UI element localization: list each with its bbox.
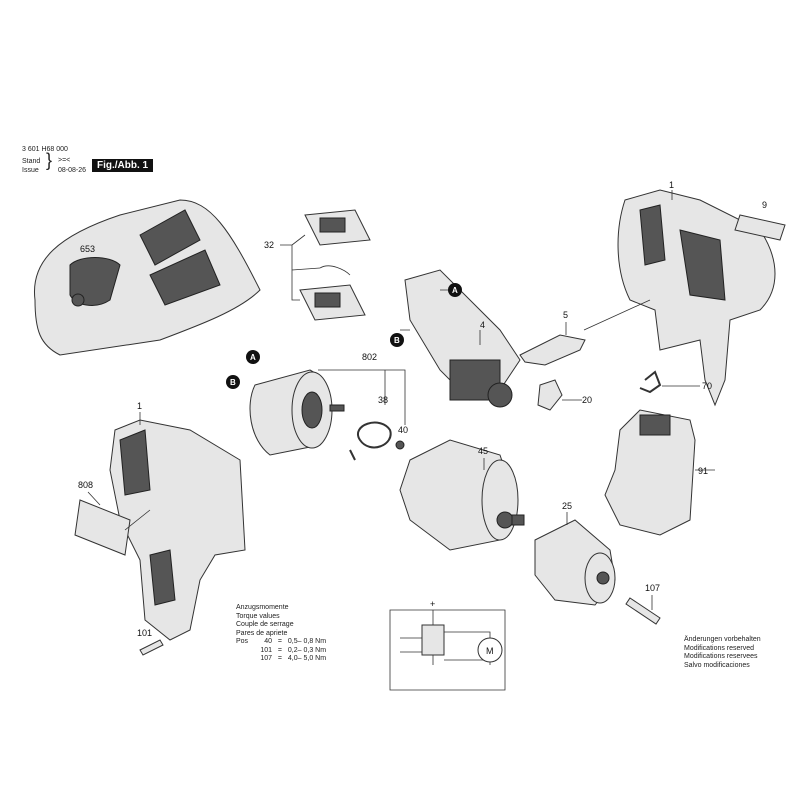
torque-row: 107 = 4,0– 5,0 Nm	[236, 655, 326, 664]
torque-table: Anzugsmomente Torque values Couple de se…	[236, 604, 326, 664]
marker-a1: A	[452, 286, 458, 295]
callout-101: 101	[137, 628, 152, 638]
torque-line: Pares de apriete	[236, 629, 288, 637]
pos-label: Pos	[236, 638, 249, 645]
screw-small-part	[395, 440, 405, 450]
torque-line: Torque values	[236, 612, 280, 620]
chuck-screw-part	[625, 597, 661, 625]
notice-line: Modifications reservees	[684, 653, 758, 660]
torque-pos: 101	[260, 646, 272, 654]
ring-part	[349, 421, 392, 461]
motor-part	[249, 369, 345, 456]
part-number: 3 601 H68 000	[22, 146, 68, 153]
housing-left-part	[109, 419, 246, 641]
callout-32: 32	[264, 240, 274, 250]
slider-part	[519, 334, 586, 366]
gearbox-part	[399, 439, 525, 551]
torque-value: 0,2– 0,3 Nm	[287, 646, 327, 654]
clip-part	[639, 370, 662, 394]
callout-25: 25	[562, 501, 572, 511]
callout-70: 70	[702, 381, 712, 391]
notice-line: Modifications reserved	[684, 644, 755, 652]
housing-right-part	[617, 189, 776, 407]
torque-eq: =	[277, 638, 282, 645]
callout-5: 5	[563, 310, 568, 320]
button-part	[537, 379, 563, 411]
callout-40: 40	[398, 425, 408, 435]
brace: }	[46, 150, 53, 170]
issue-date: 08-08-26	[58, 167, 87, 174]
torque-line: Anzugsmomente	[236, 604, 289, 611]
torque-value: 4,0– 5,0 Nm	[287, 655, 327, 662]
issue-label: Issue	[22, 167, 39, 174]
schematic-motor: M	[486, 646, 494, 656]
chuck-part	[534, 519, 616, 606]
callout-20: 20	[582, 395, 592, 405]
notice-line: Änderungen vorbehalten	[684, 636, 761, 643]
callout-91: 91	[698, 466, 708, 476]
callout-45: 45	[478, 446, 488, 456]
torque-line: Couple de serrage	[236, 621, 294, 628]
torque-row: Pos 40 = 0,5– 0,8 Nm	[236, 638, 326, 647]
circuit-schematic: + M	[389, 599, 506, 691]
label-top-part	[734, 214, 786, 241]
callout-9: 9	[762, 200, 767, 210]
modifications-notice: Änderungen vorbehalten Modifications res…	[684, 636, 761, 670]
marker-b1: B	[394, 336, 400, 345]
torque-eq: =	[277, 655, 282, 662]
callout-653: 653	[80, 244, 95, 254]
torque-pos: 107	[260, 655, 272, 662]
marker-b2: B	[230, 378, 236, 387]
charger-part	[33, 199, 261, 356]
callout-4: 4	[480, 320, 485, 330]
schematic-plus: +	[430, 599, 435, 609]
callout-38: 38	[378, 395, 388, 405]
torque-pos: 40	[264, 638, 272, 645]
marker-a2: A	[250, 353, 256, 362]
callout-107: 107	[645, 583, 660, 593]
callout-802: 802	[362, 352, 377, 362]
callout-808: 808	[78, 480, 93, 490]
notice-line: Salvo modificaciones	[684, 661, 750, 669]
housing-screw-part	[139, 639, 164, 656]
figure-label: Fig./Abb. 1	[92, 159, 154, 172]
torque-value: 0,5– 0,8 Nm	[287, 638, 327, 645]
torque-row: 101 = 0,2– 0,3 Nm	[236, 647, 326, 656]
stand-symbol: >=<	[58, 157, 71, 164]
stand-label: Stand	[22, 158, 41, 165]
label-side-part	[74, 499, 131, 556]
switch-cover-part	[280, 209, 371, 321]
torque-eq: =	[277, 646, 282, 654]
battery-part	[604, 409, 715, 536]
callout-1-right: 1	[669, 180, 674, 190]
callout-1-left: 1	[137, 401, 142, 411]
